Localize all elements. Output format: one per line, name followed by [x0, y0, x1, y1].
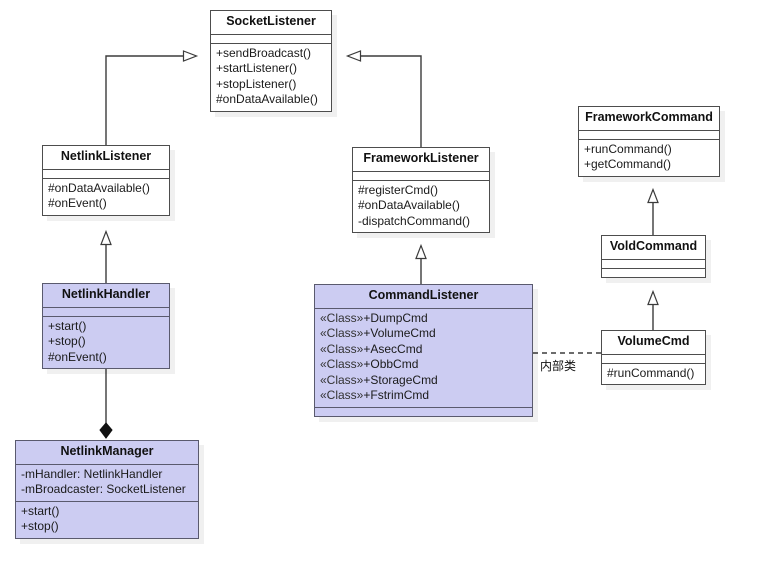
- class-title: NetlinkHandler: [43, 284, 169, 308]
- nested-class-row: «Class»+AsecCmd: [320, 342, 527, 358]
- nested-class-row: «Class»+DumpCmd: [320, 311, 527, 327]
- class-title: VolumeCmd: [602, 331, 705, 355]
- nested-classes-compartment: «Class»+DumpCmd «Class»+VolumeCmd «Class…: [315, 309, 532, 408]
- edge-frameworklistener-to-socketlistener: [345, 50, 422, 147]
- operation-row: +stopListener(): [216, 76, 297, 91]
- nested-class-row: «Class»+FstrimCmd: [320, 388, 527, 404]
- operation-row: #runCommand(): [607, 365, 695, 380]
- attributes-compartment: [602, 260, 705, 269]
- class-box-command-listener[interactable]: CommandListener «Class»+DumpCmd «Class»+…: [314, 284, 533, 417]
- operations-compartment: [602, 269, 705, 277]
- stereotype-label: «Class»: [320, 372, 364, 387]
- attributes-compartment: [579, 131, 719, 140]
- attributes-compartment: [43, 308, 169, 317]
- class-title: CommandListener: [315, 285, 532, 309]
- operation-row: +sendBroadcast(): [216, 45, 312, 60]
- nested-class-name: +AsecCmd: [363, 341, 423, 356]
- attributes-compartment: [353, 172, 489, 181]
- attributes-compartment: [43, 170, 169, 179]
- attribute-row: -mHandler: NetlinkHandler: [21, 466, 163, 481]
- operations-compartment: +runCommand() +getCommand(): [579, 140, 719, 176]
- operation-row: -dispatchCommand(): [358, 213, 471, 228]
- nested-class-row: «Class»+StorageCmd: [320, 373, 527, 389]
- operation-row: +runCommand(): [584, 141, 672, 156]
- nested-class-name: +DumpCmd: [363, 310, 428, 325]
- class-box-netlink-listener[interactable]: NetlinkListener #onDataAvailable() #onEv…: [42, 145, 170, 216]
- class-title: NetlinkListener: [43, 146, 169, 170]
- nested-class-name: +FstrimCmd: [363, 388, 430, 403]
- attributes-compartment: -mHandler: NetlinkHandler -mBroadcaster:…: [16, 465, 198, 502]
- operations-compartment: [315, 408, 532, 416]
- class-title: FrameworkListener: [353, 148, 489, 172]
- operations-compartment: #onDataAvailable() #onEvent(): [43, 179, 169, 215]
- nested-class-name: +VolumeCmd: [363, 326, 436, 341]
- operation-row: +getCommand(): [584, 157, 672, 172]
- class-box-netlink-manager[interactable]: NetlinkManager -mHandler: NetlinkHandler…: [15, 440, 199, 539]
- class-box-socket-listener[interactable]: SocketListener +sendBroadcast() +startLi…: [210, 10, 332, 112]
- operation-row: #onDataAvailable(): [216, 92, 318, 107]
- operations-compartment: +start() +stop(): [16, 502, 198, 538]
- stereotype-label: «Class»: [320, 357, 364, 372]
- operations-compartment: #registerCmd() #onDataAvailable() -dispa…: [353, 181, 489, 233]
- class-box-framework-command[interactable]: FrameworkCommand +runCommand() +getComma…: [578, 106, 720, 177]
- operation-row: #onEvent(): [48, 196, 107, 211]
- nested-class-name: +StorageCmd: [363, 372, 438, 387]
- operation-row: #onDataAvailable(): [48, 180, 150, 195]
- operation-row: +stop(): [48, 334, 86, 349]
- nested-class-name: +ObbCmd: [363, 357, 419, 372]
- operation-row: +startListener(): [216, 61, 298, 76]
- attributes-compartment: [211, 35, 331, 44]
- nested-class-row: «Class»+ObbCmd: [320, 357, 527, 373]
- operations-compartment: +sendBroadcast() +startListener() +stopL…: [211, 44, 331, 111]
- operation-row: +start(): [48, 318, 87, 333]
- attributes-compartment: [602, 355, 705, 364]
- operation-row: +stop(): [21, 519, 59, 534]
- operation-row: #onDataAvailable(): [358, 198, 460, 213]
- class-box-netlink-handler[interactable]: NetlinkHandler +start() +stop() #onEvent…: [42, 283, 170, 370]
- class-title: FrameworkCommand: [579, 107, 719, 131]
- operation-row: #registerCmd(): [358, 182, 439, 197]
- stereotype-label: «Class»: [320, 310, 364, 325]
- stereotype-label: «Class»: [320, 388, 364, 403]
- operation-row: +start(): [21, 503, 60, 518]
- class-title: VoldCommand: [602, 236, 705, 260]
- inner-class-relationship-label: 内部类: [540, 359, 577, 373]
- operation-row: #onEvent(): [48, 349, 107, 364]
- class-box-vold-command[interactable]: VoldCommand: [601, 235, 706, 278]
- operations-compartment: #runCommand(): [602, 364, 705, 385]
- class-box-framework-listener[interactable]: FrameworkListener #registerCmd() #onData…: [352, 147, 490, 234]
- class-box-volume-cmd[interactable]: VolumeCmd #runCommand(): [601, 330, 706, 386]
- edge-netlinklistener-to-socketlistener: [105, 50, 199, 145]
- stereotype-label: «Class»: [320, 326, 364, 341]
- class-title: SocketListener: [211, 11, 331, 35]
- operations-compartment: +start() +stop() #onEvent(): [43, 317, 169, 369]
- nested-class-row: «Class»+VolumeCmd: [320, 326, 527, 342]
- attribute-row: -mBroadcaster: SocketListener: [21, 482, 186, 497]
- class-title: NetlinkManager: [16, 441, 198, 465]
- stereotype-label: «Class»: [320, 341, 364, 356]
